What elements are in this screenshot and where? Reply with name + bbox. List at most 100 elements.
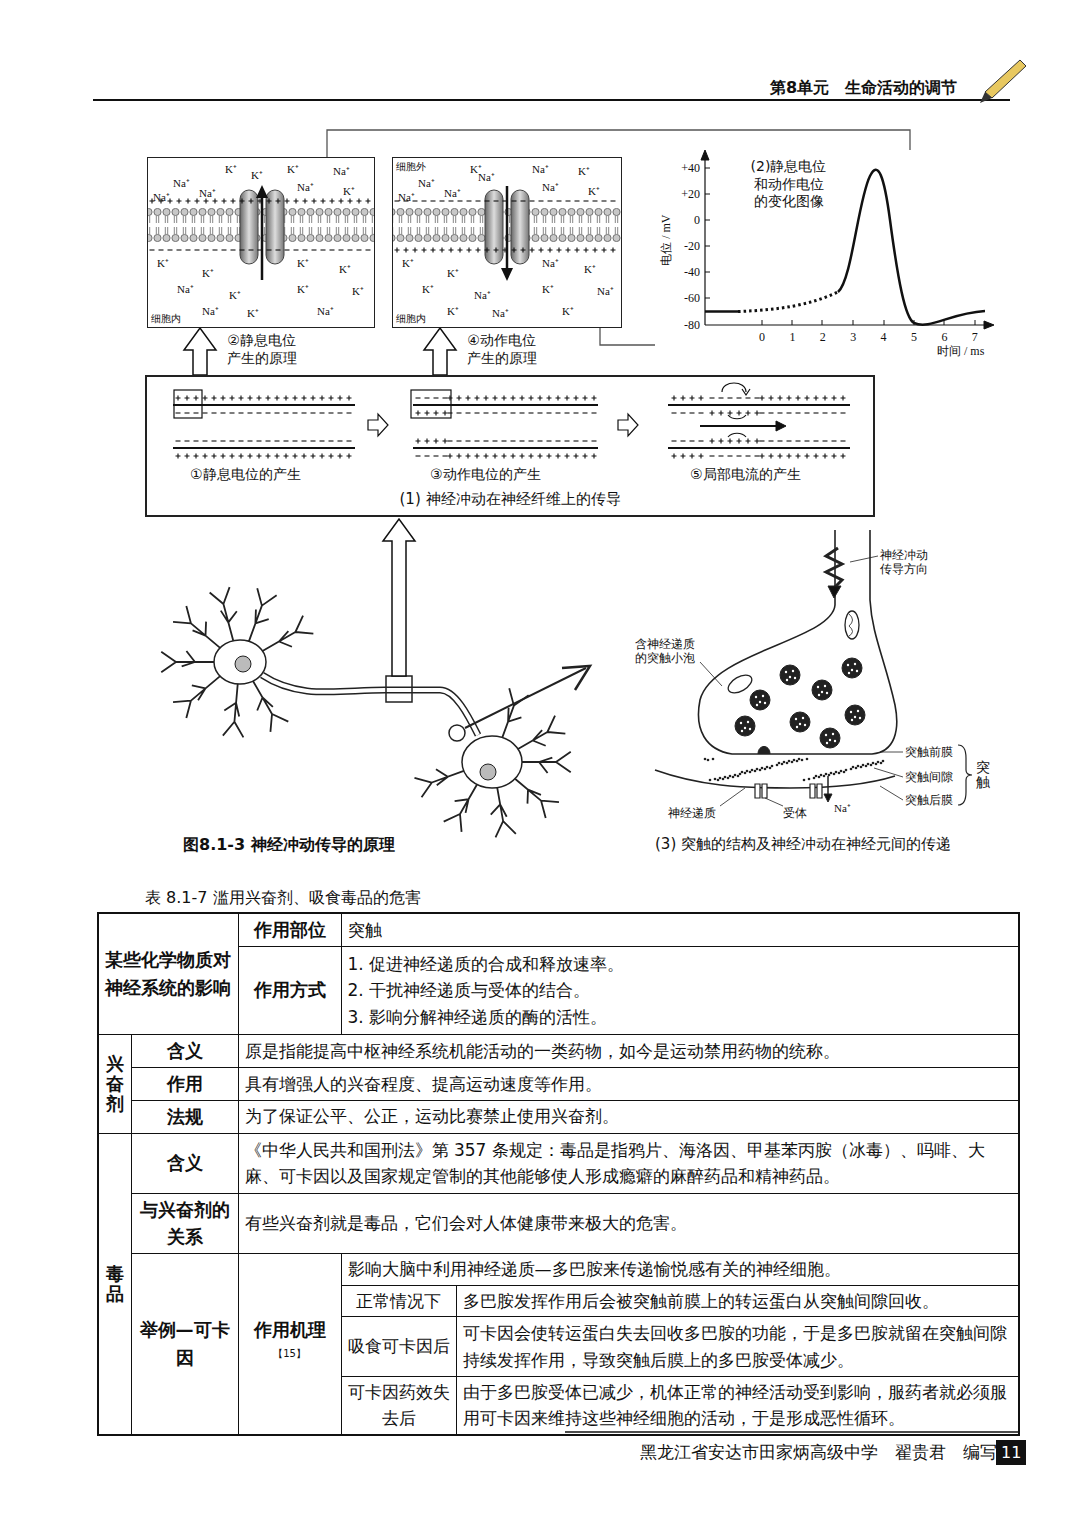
minus-sign (520, 412, 525, 413)
minus-sign (249, 249, 254, 250)
table-cell-text: 影响大脑中利用神经递质—多巴胺来传递愉悦感有关的神经细胞。 (348, 1259, 841, 1279)
minus-sign (719, 455, 724, 456)
plus-sign (814, 454, 819, 459)
vesicle-dot (785, 671, 787, 673)
ion-label: Na⁺ (317, 305, 334, 318)
minus-sign (556, 440, 561, 441)
plus-sign (311, 396, 316, 401)
ion-label: K⁺ (251, 169, 263, 182)
minus-sign (239, 412, 244, 413)
minus-sign (240, 249, 245, 250)
neurotransmitter-dot (791, 761, 794, 764)
minus-sign (769, 440, 774, 441)
plus-sign (699, 454, 704, 459)
table-cell: 可卡因会使转运蛋白失去回收多巴胺的功能，于是多巴胺就留在突触间隙持续发挥作用，导… (456, 1317, 1019, 1377)
plus-sign (443, 411, 448, 416)
plus-sign (239, 454, 244, 459)
neurotransmitter-dot (771, 765, 774, 768)
plus-sign (422, 248, 427, 253)
plus-sign (520, 396, 525, 401)
table-cell: 作用部位 (238, 913, 341, 946)
neurotransmitter-dot (739, 773, 742, 776)
minus-sign (539, 200, 544, 201)
minus-sign (185, 440, 190, 441)
table-cell: 可卡因药效失去后 (341, 1377, 456, 1435)
minus-sign (760, 412, 765, 413)
plus-sign (529, 454, 534, 459)
table-cell: 法规 (131, 1100, 238, 1133)
table-title: 表 8.1-7 滥用兴奋剂、吸食毒品的危害 (145, 888, 421, 907)
vesicle-dot (802, 717, 804, 719)
plus-sign (583, 454, 588, 459)
plus-sign (330, 199, 335, 204)
table-cell-text: 含义 (167, 1152, 203, 1173)
plus-sign (814, 396, 819, 401)
table-cell: 多巴胺发挥作用后会被突触前膜上的转运蛋白从突触间隙回收。 (456, 1285, 1019, 1316)
neurotransmitter-dot (823, 775, 826, 778)
table-cell: 为了保证公平、公正，运动比赛禁止使用兴奋剂。 (238, 1100, 1019, 1133)
plus-sign (681, 396, 686, 401)
minus-sign (805, 440, 810, 441)
minus-sign (257, 412, 262, 413)
minus-sign (212, 440, 217, 441)
minus-sign (547, 440, 552, 441)
part-label: 受体 (783, 806, 807, 820)
plus-sign (466, 454, 471, 459)
neurotransmitter-dot (781, 763, 784, 766)
minus-sign (311, 412, 316, 413)
minus-sign (475, 412, 480, 413)
minus-sign (787, 440, 792, 441)
plus-sign (690, 396, 695, 401)
plus-sign (737, 411, 742, 416)
vesicle-dot (744, 727, 746, 729)
vesicle-dot (755, 696, 757, 698)
minus-sign (787, 412, 792, 413)
table-cell-text: 【15】 (273, 1348, 306, 1359)
axis-tick: -60 (684, 291, 700, 305)
vesicle-dot (786, 679, 788, 681)
minus-sign (778, 440, 783, 441)
plus-sign (457, 396, 462, 401)
plus-sign (592, 396, 597, 401)
neurotransmitter-dot (833, 773, 836, 776)
plus-sign (329, 454, 334, 459)
minus-sign (467, 200, 472, 201)
neurotransmitter-dot (759, 769, 762, 772)
minus-sign (338, 440, 343, 441)
minus-sign (538, 440, 543, 441)
plus-sign (511, 454, 516, 459)
vesicle-dot (817, 686, 819, 688)
plus-sign (284, 396, 289, 401)
plus-sign (338, 396, 343, 401)
plus-sign (347, 396, 352, 401)
minus-sign (311, 440, 316, 441)
vesicle-dot (749, 728, 751, 730)
minus-sign (203, 440, 208, 441)
minus-sign (293, 440, 298, 441)
table-cell-text: 正常情况下 (356, 1291, 441, 1311)
table-cell-text: 为了保证公平、公正，运动比赛禁止使用兴奋剂。 (245, 1106, 619, 1126)
axis-tick: -80 (684, 318, 700, 332)
minus-sign (440, 200, 445, 201)
minus-sign (476, 200, 481, 201)
part-label: 突触前膜 (905, 745, 953, 759)
minus-sign (737, 455, 742, 456)
ion-label: Na⁺ (297, 181, 314, 194)
plus-sign (769, 396, 774, 401)
plus-sign (690, 454, 695, 459)
dendrite (518, 716, 565, 749)
minus-sign (348, 249, 353, 250)
plus-sign (302, 396, 307, 401)
vesicle-dot (818, 694, 820, 696)
ion-label: Na⁺ (478, 171, 495, 184)
plus-sign (755, 439, 760, 444)
plus-sign (719, 439, 724, 444)
plus-sign (176, 454, 181, 459)
plus-sign (769, 454, 774, 459)
table-cell: 影响大脑中利用神经递质—多巴胺来传递愉悦感有关的神经细胞。 (341, 1254, 1019, 1285)
plus-sign (502, 454, 507, 459)
neurotransmitter-dot (751, 769, 754, 772)
node-heading: (1) 神经冲动在神经纤维上的传导 (147, 490, 873, 509)
figure-subcaption: (3) 突触的结构及神经冲动在神经元间的传递 (655, 835, 951, 853)
ion-label: K⁺ (588, 185, 600, 198)
